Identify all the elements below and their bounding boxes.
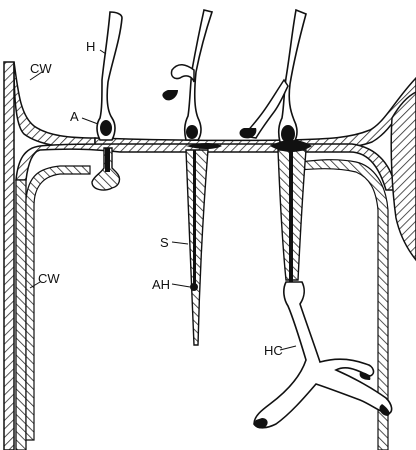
hypha-middle bbox=[162, 10, 212, 345]
label-septum: S bbox=[160, 236, 169, 249]
hypha-left bbox=[92, 12, 122, 190]
cell-wall-right bbox=[391, 92, 416, 260]
cell-wall-top-band bbox=[95, 78, 416, 150]
label-hyphal-cell: HC bbox=[264, 344, 283, 357]
hypha-right bbox=[240, 10, 392, 428]
label-cell-wall-top: CW bbox=[30, 62, 52, 75]
label-appressorium: A bbox=[70, 110, 79, 123]
label-hypha: H bbox=[86, 40, 95, 53]
cell-wall-lower-band bbox=[16, 144, 396, 450]
label-cell-wall-left: CW bbox=[38, 272, 60, 285]
label-appressorial-hypha: AH bbox=[152, 278, 170, 291]
